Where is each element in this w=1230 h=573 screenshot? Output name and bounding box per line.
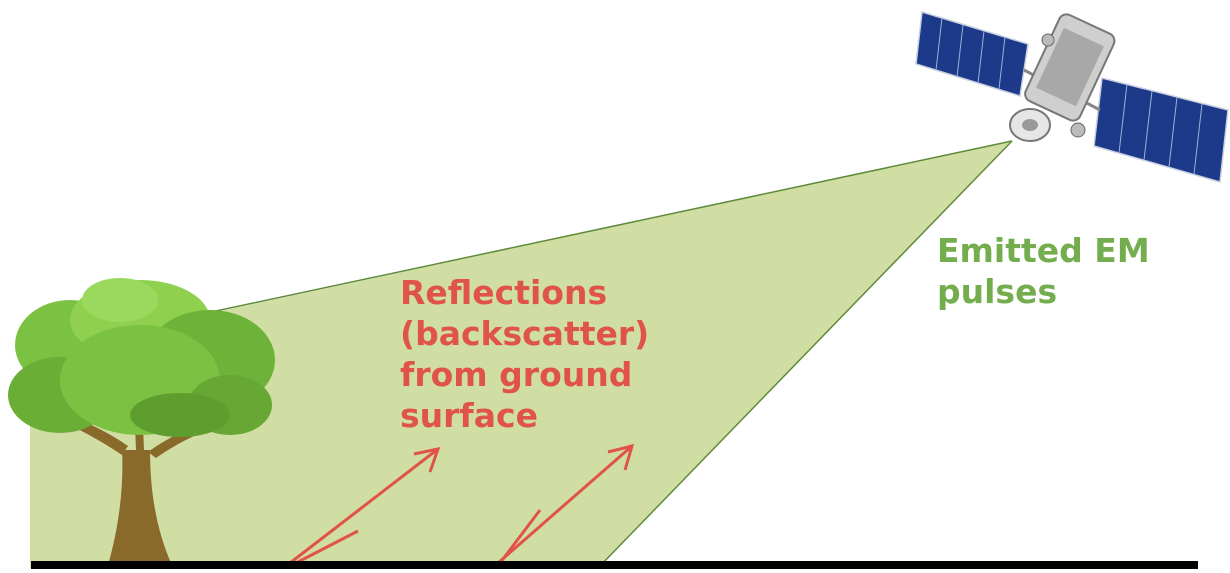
emitted-pulses-label: Emitted EM pulses bbox=[937, 231, 1150, 311]
satellite-icon bbox=[915, 11, 1229, 183]
radar-beam bbox=[30, 141, 1012, 568]
beam-bottom-edge bbox=[597, 140, 1013, 569]
ground-surface bbox=[31, 561, 1198, 569]
reflection-arrow-1 bbox=[289, 446, 441, 565]
reflections-label: Reflections (backscatter) from ground su… bbox=[400, 273, 650, 435]
reflection-arrow-2 bbox=[497, 443, 635, 565]
tree-icon bbox=[8, 278, 275, 565]
